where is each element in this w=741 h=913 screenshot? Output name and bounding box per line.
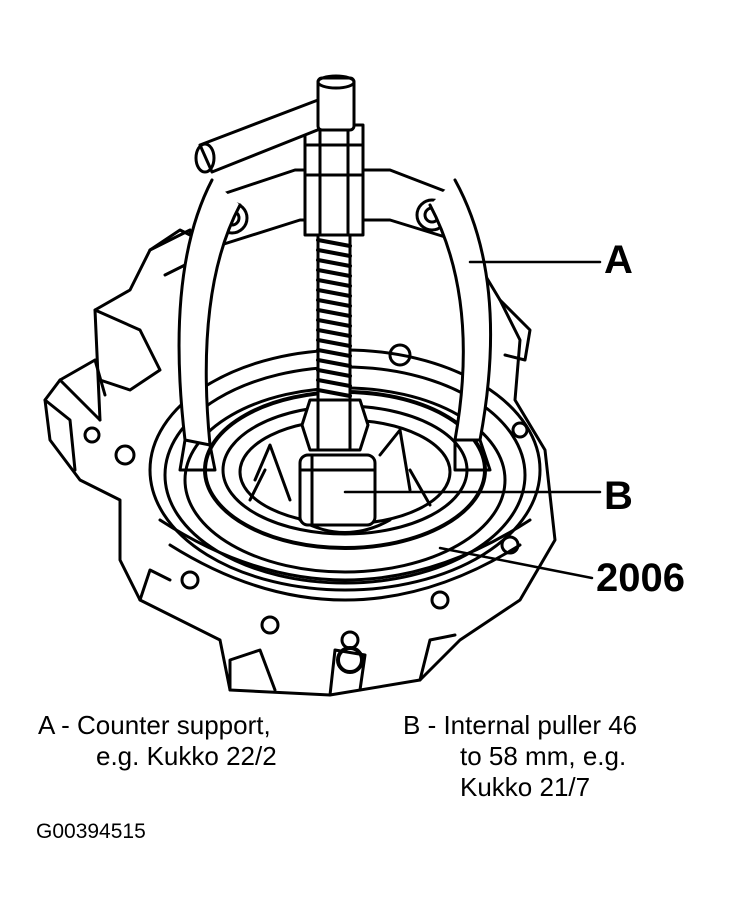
legend-a-line2: e.g. Kukko 22/2 — [96, 741, 277, 771]
figure-id: G00394515 — [36, 820, 146, 843]
legend-item-a: A - Counter support, e.g. Kukko 22/2 — [38, 710, 368, 772]
leader-lines — [343, 260, 602, 580]
spindle-nut — [300, 398, 370, 452]
threaded-spindle — [316, 228, 352, 402]
legend-item-b: B - Internal puller 46 to 58 mm, e.g. Ku… — [403, 710, 723, 803]
callout-label-a: A — [604, 238, 633, 282]
legend-b-line3: Kukko 21/7 — [460, 772, 591, 802]
transmission-housing — [43, 228, 557, 697]
t-handle — [194, 74, 356, 174]
spindle-hex-head — [303, 123, 365, 237]
legend-b-line1: B - Internal puller 46 — [403, 710, 638, 740]
legend-b-line2: to 58 mm, e.g. — [460, 741, 627, 771]
leader-line-2006 — [438, 546, 594, 580]
internal-puller — [298, 453, 377, 527]
legend-a-line1: A - Counter support, — [38, 710, 271, 740]
puller-assembly-illustration — [43, 74, 602, 697]
callout-label-b: B — [604, 474, 633, 518]
callout-label-2006: 2006 — [596, 556, 685, 600]
